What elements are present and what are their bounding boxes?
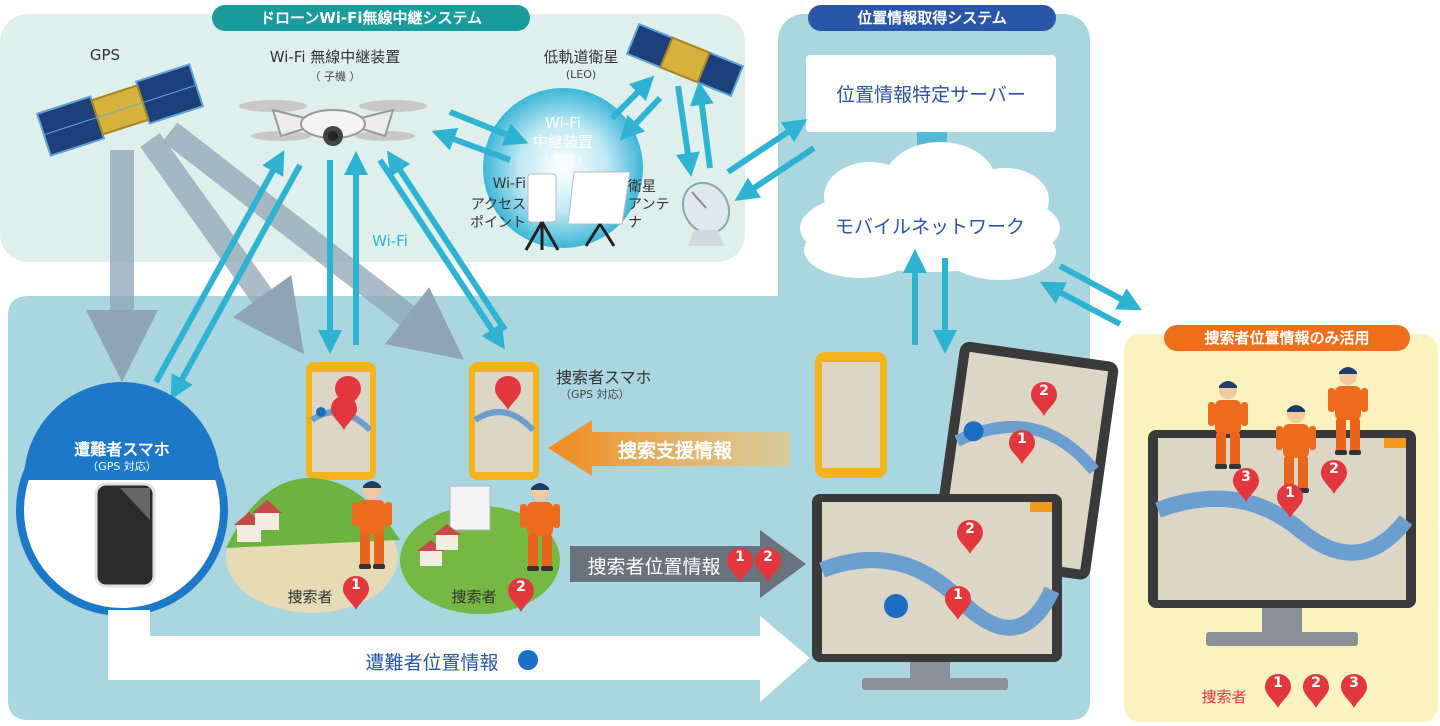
pin-number: 2 [516,579,526,595]
server-label: 位置情報特定サーバー [836,84,1026,106]
wifi-link-arrows [153,75,1142,400]
victim-phone-sub: （GPS 対応） [87,460,157,473]
phone-device-icon [815,352,887,478]
victim-location-arrow [108,610,810,702]
wifi-link-label: Wi-Fi [372,232,408,250]
pin-number: 1 [953,587,963,603]
pin-number: 2 [763,549,773,565]
wifi-relay-parent-label-1: Wi-Fi [545,114,581,132]
searcher-only-label: 捜索者位置情報のみ活用 [1164,325,1410,351]
pin-number: 2 [1329,461,1339,477]
leo-label: 低軌道衛星 [543,48,619,66]
mobile-network-label: モバイルネットワーク [834,216,1025,238]
searcher1-label: 捜索者 [287,588,333,606]
victim-smartphone-icon [94,482,156,588]
searcher2-label: 捜索者 [451,588,497,606]
access-point-label-3: ポイント [470,215,526,231]
drone-icon [239,100,427,146]
pin-number: 1 [351,577,361,593]
pin-number: 3 [1349,675,1359,691]
parabolic-dish-icon [681,181,731,246]
satellite-antenna-icon [567,171,631,247]
searcher-location-arrow [570,530,806,598]
pin-number: 2 [1311,675,1321,691]
pin-number: 2 [965,521,975,537]
searcher-phone-label: 捜索者スマホ [556,368,652,387]
searchers-legend-label: 捜索者 [1201,688,1247,706]
victim-phone-label: 遭難者スマホ [74,440,170,459]
access-point-icon [524,173,560,251]
victim-location-dot-icon [518,650,538,670]
pin-number: 2 [1039,383,1049,399]
search-support-label: 捜索支援情報 [617,440,732,462]
pin-number: 3 [1241,469,1251,485]
gps-label: GPS [89,46,121,64]
house-icons [234,500,461,566]
victim-phone-badge-top [24,382,220,480]
searcher-phone-sub: （GPS 対応） [560,388,630,401]
antenna-label-1: 衛星 [628,179,656,195]
access-point-label-1: Wi-Fi [492,176,526,192]
building-icon [449,485,491,531]
gps-satellite-icon [35,63,205,157]
victim-location-label: 遭難者位置情報 [365,652,499,674]
wifi-relay-parent-label-2: 中継装置 [532,133,593,151]
pin-number: 1 [1273,675,1283,691]
pin-number: 1 [1017,431,1027,447]
access-point-label-2: アクセス [470,197,526,213]
search-support-arrow [548,420,790,476]
gps-signal-arrows [86,122,464,382]
mobile-network-cloud-icon [800,142,1060,280]
monitor-device-icon [812,494,1062,690]
antenna-label-2: アンテ [628,197,670,213]
leo-sub: (LEO) [565,68,597,81]
wifi-relay-child-sub: （ 子機 ） [309,70,361,83]
server-box [806,55,1056,132]
pin-number: 1 [1285,485,1295,501]
searcher-location-label: 捜索者位置情報 [587,556,721,578]
antenna-label-3: ナ [628,215,642,231]
searcher-monitor-icon [1148,430,1416,646]
drone-system-label: ドローンWi-Fi無線中継システム [212,5,530,31]
pin-number: 1 [735,549,745,565]
leo-satellite-icon [625,22,745,98]
hill-1-grass [226,478,400,548]
location-system-label: 位置情報取得システム [808,5,1056,31]
wifi-relay-parent-sub: （ 親機 ） [537,153,589,166]
wifi-relay-child-label: Wi-Fi 無線中継装置 [269,48,401,66]
